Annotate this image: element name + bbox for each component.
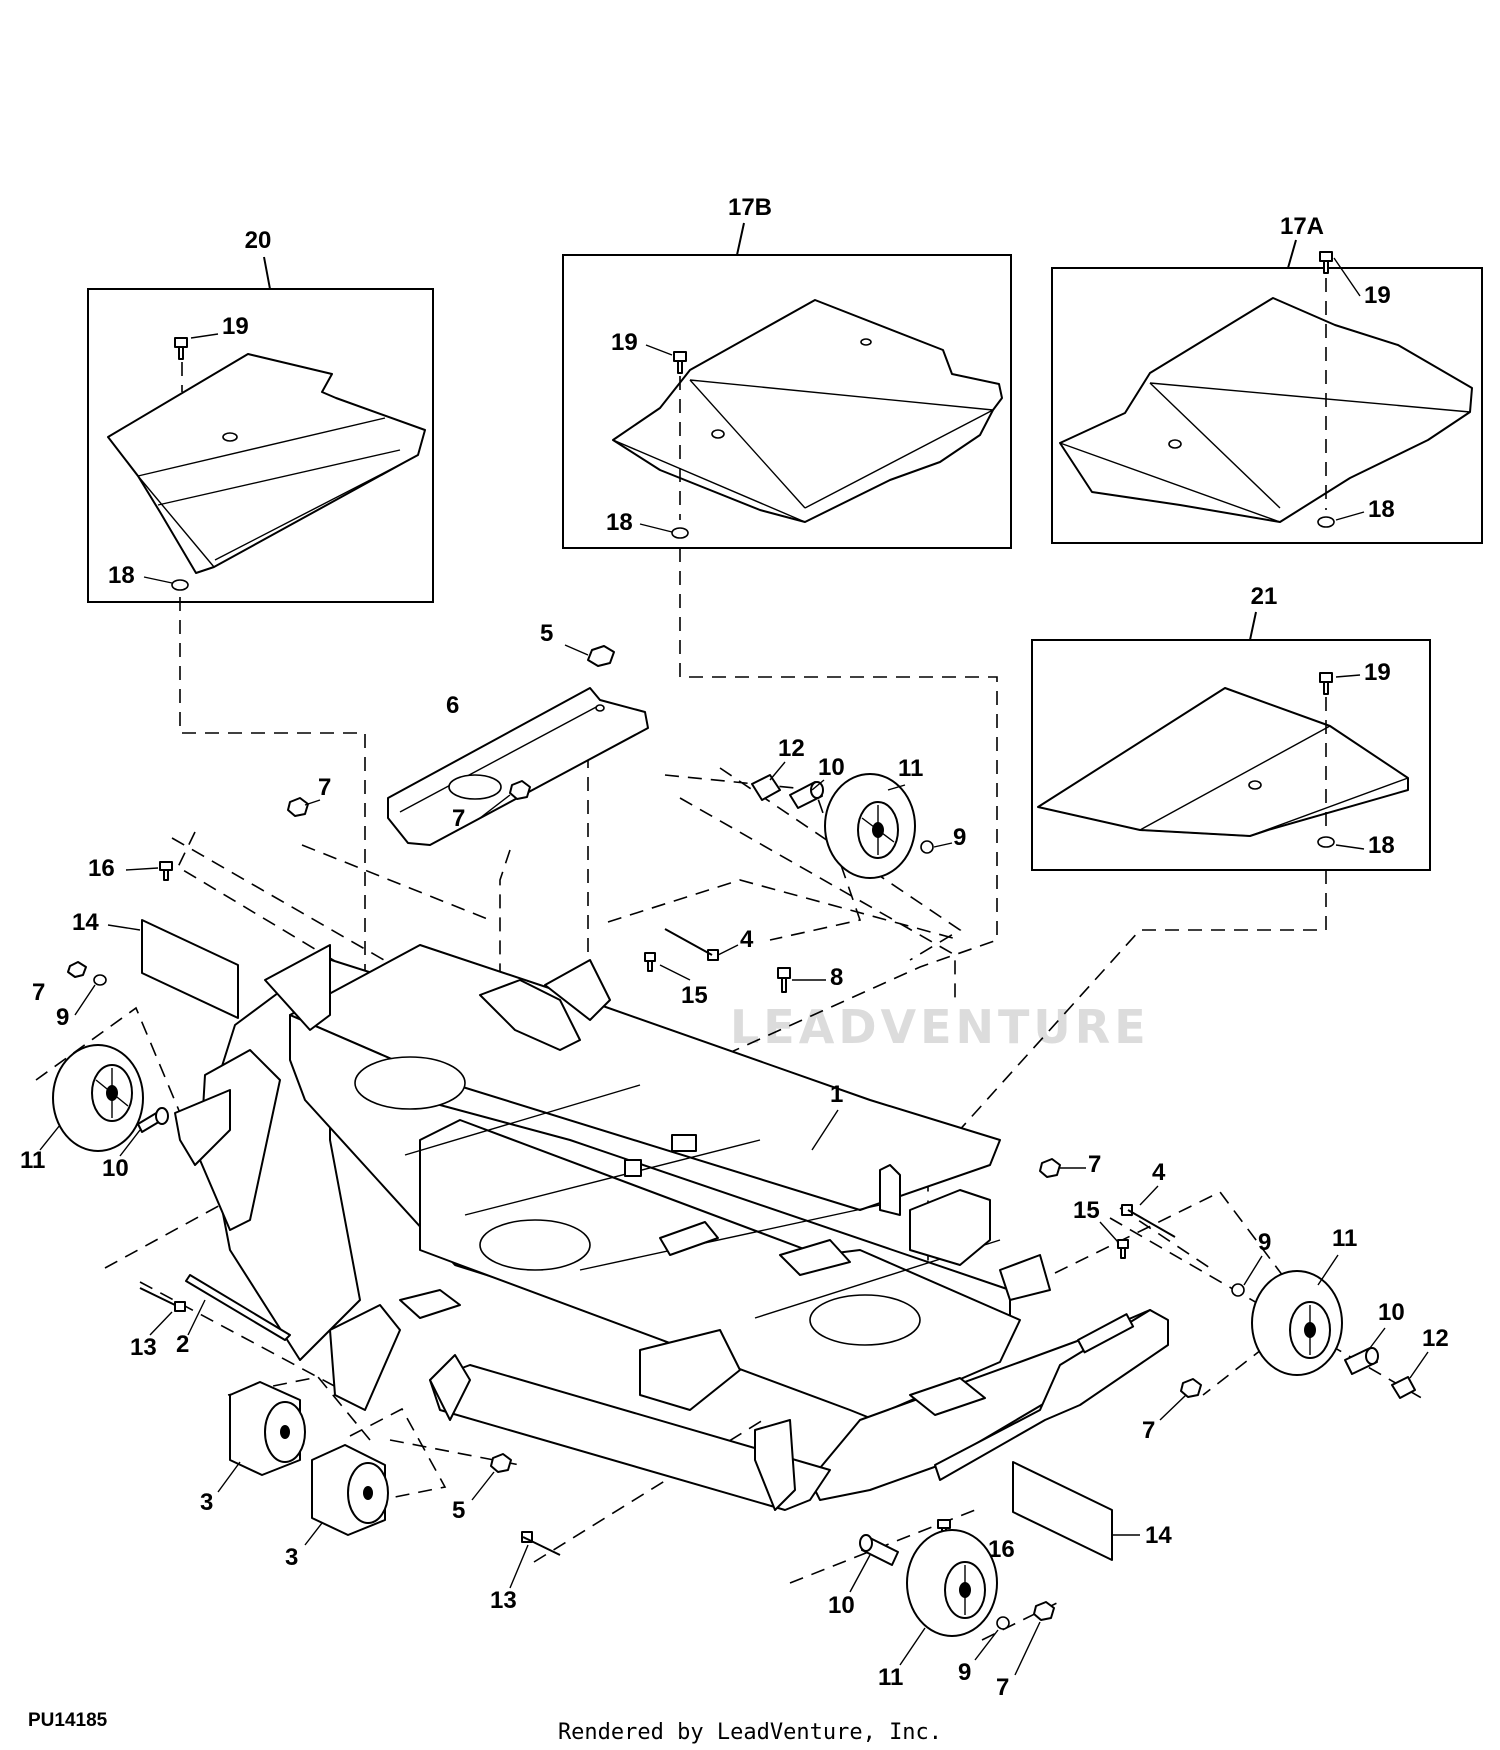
bolt-16 — [159, 861, 173, 881]
callout-16: 16 — [88, 855, 115, 882]
callout-11: 11 — [1332, 1225, 1357, 1252]
callout-7: 7 — [1142, 1417, 1155, 1444]
nut-7 — [1033, 1601, 1055, 1621]
callout-7: 7 — [452, 805, 465, 832]
callout-11: 11 — [898, 755, 923, 782]
callout-4: 4 — [740, 926, 754, 953]
callout-13: 13 — [130, 1334, 157, 1361]
inset-17a: 17A 19 18 — [1051, 213, 1483, 544]
bushing-12 — [1391, 1376, 1416, 1399]
callout-18: 18 — [1368, 832, 1395, 859]
callout-18: 18 — [606, 509, 633, 536]
nut-7 — [67, 961, 87, 978]
baffle-shield-17a — [1059, 297, 1473, 523]
callout-9: 9 — [1258, 1229, 1271, 1256]
callout-1: 1 — [830, 1081, 843, 1108]
callout-17b: 17B — [728, 194, 772, 221]
callout-19: 19 — [1364, 659, 1391, 686]
bolt-15 — [1117, 1239, 1129, 1259]
bolt-4 — [664, 928, 719, 961]
inset-21: 21 19 18 — [1031, 583, 1431, 871]
wheel-11 — [824, 773, 916, 879]
mower-deck — [174, 944, 1169, 1511]
callout-9: 9 — [953, 824, 966, 851]
callout-19: 19 — [222, 313, 249, 340]
callout-10: 10 — [818, 754, 845, 781]
watermark-text: LEADVENTURE — [730, 1000, 1150, 1054]
baffle-shield-21 — [1037, 687, 1409, 837]
wheel-11 — [906, 1529, 998, 1637]
inset-20: 20 19 18 — [87, 227, 434, 603]
rod-2 — [185, 1274, 291, 1341]
callout-5: 5 — [540, 620, 553, 647]
callout-11: 11 — [878, 1664, 903, 1691]
baffle-6 — [387, 687, 649, 846]
bolt-4 — [1121, 1204, 1176, 1238]
callout-13: 13 — [490, 1587, 517, 1614]
nut-7 — [509, 780, 531, 800]
callout-17a: 17A — [1280, 213, 1324, 240]
nut-7 — [1039, 1158, 1061, 1178]
bolt-13 — [521, 1531, 561, 1556]
baffle-shield-17b — [612, 299, 1003, 523]
nut-5 — [490, 1453, 512, 1473]
render-credit: Rendered by LeadVenture, Inc. — [557, 1720, 943, 1745]
callout-9: 9 — [56, 1004, 69, 1031]
spacer-10 — [137, 1107, 169, 1133]
callout-8: 8 — [830, 964, 843, 991]
roller-3 — [311, 1444, 389, 1536]
wheel-11 — [52, 1044, 144, 1152]
callout-11: 11 — [20, 1147, 45, 1174]
callout-10: 10 — [1378, 1299, 1405, 1326]
nut-7 — [287, 797, 309, 817]
washer-9 — [1231, 1283, 1245, 1297]
callout-7: 7 — [318, 774, 331, 801]
wheel-11 — [1251, 1270, 1343, 1376]
callout-19: 19 — [1364, 282, 1391, 309]
inset-17b: 17B 19 18 — [562, 194, 1012, 549]
callout-10: 10 — [828, 1592, 855, 1619]
callout-3: 3 — [285, 1544, 298, 1571]
bushing-12 — [751, 774, 781, 801]
callout-21: 21 — [1251, 583, 1278, 610]
callout-3: 3 — [200, 1489, 213, 1516]
bolt-13 — [139, 1287, 186, 1312]
callout-14: 14 — [1145, 1522, 1172, 1549]
baffle-shield-20 — [107, 353, 426, 574]
callout-4: 4 — [1152, 1159, 1166, 1186]
bolt-15 — [644, 952, 656, 972]
bolt-8 — [777, 967, 791, 993]
callout-2: 2 — [176, 1331, 189, 1358]
spacer-10 — [859, 1534, 899, 1566]
callout-7: 7 — [32, 979, 45, 1006]
figure-id: PU14185 — [28, 1710, 108, 1731]
nut-7 — [1180, 1378, 1202, 1398]
callout-9: 9 — [958, 1659, 971, 1686]
callout-20: 20 — [245, 227, 272, 254]
washer-9 — [996, 1616, 1010, 1630]
plate-14 — [141, 919, 239, 1019]
washer-9 — [93, 974, 107, 986]
callout-5: 5 — [452, 1497, 465, 1524]
callout-15: 15 — [1073, 1197, 1100, 1224]
nut-5 — [587, 645, 615, 667]
callout-19: 19 — [611, 329, 638, 356]
callout-15: 15 — [681, 982, 708, 1009]
callout-12: 12 — [1422, 1325, 1449, 1352]
callout-7: 7 — [996, 1674, 1009, 1701]
washer-9 — [920, 840, 934, 854]
callout-18: 18 — [1368, 496, 1395, 523]
callout-12: 12 — [778, 735, 805, 762]
callout-7: 7 — [1088, 1151, 1101, 1178]
roller-3 — [229, 1381, 306, 1476]
spacer-10 — [1344, 1347, 1379, 1375]
spacer-10 — [789, 781, 824, 809]
callout-10: 10 — [102, 1155, 129, 1182]
callout-6: 6 — [446, 692, 459, 719]
callout-18: 18 — [108, 562, 135, 589]
plate-14 — [1012, 1461, 1113, 1561]
callout-14: 14 — [72, 909, 99, 936]
